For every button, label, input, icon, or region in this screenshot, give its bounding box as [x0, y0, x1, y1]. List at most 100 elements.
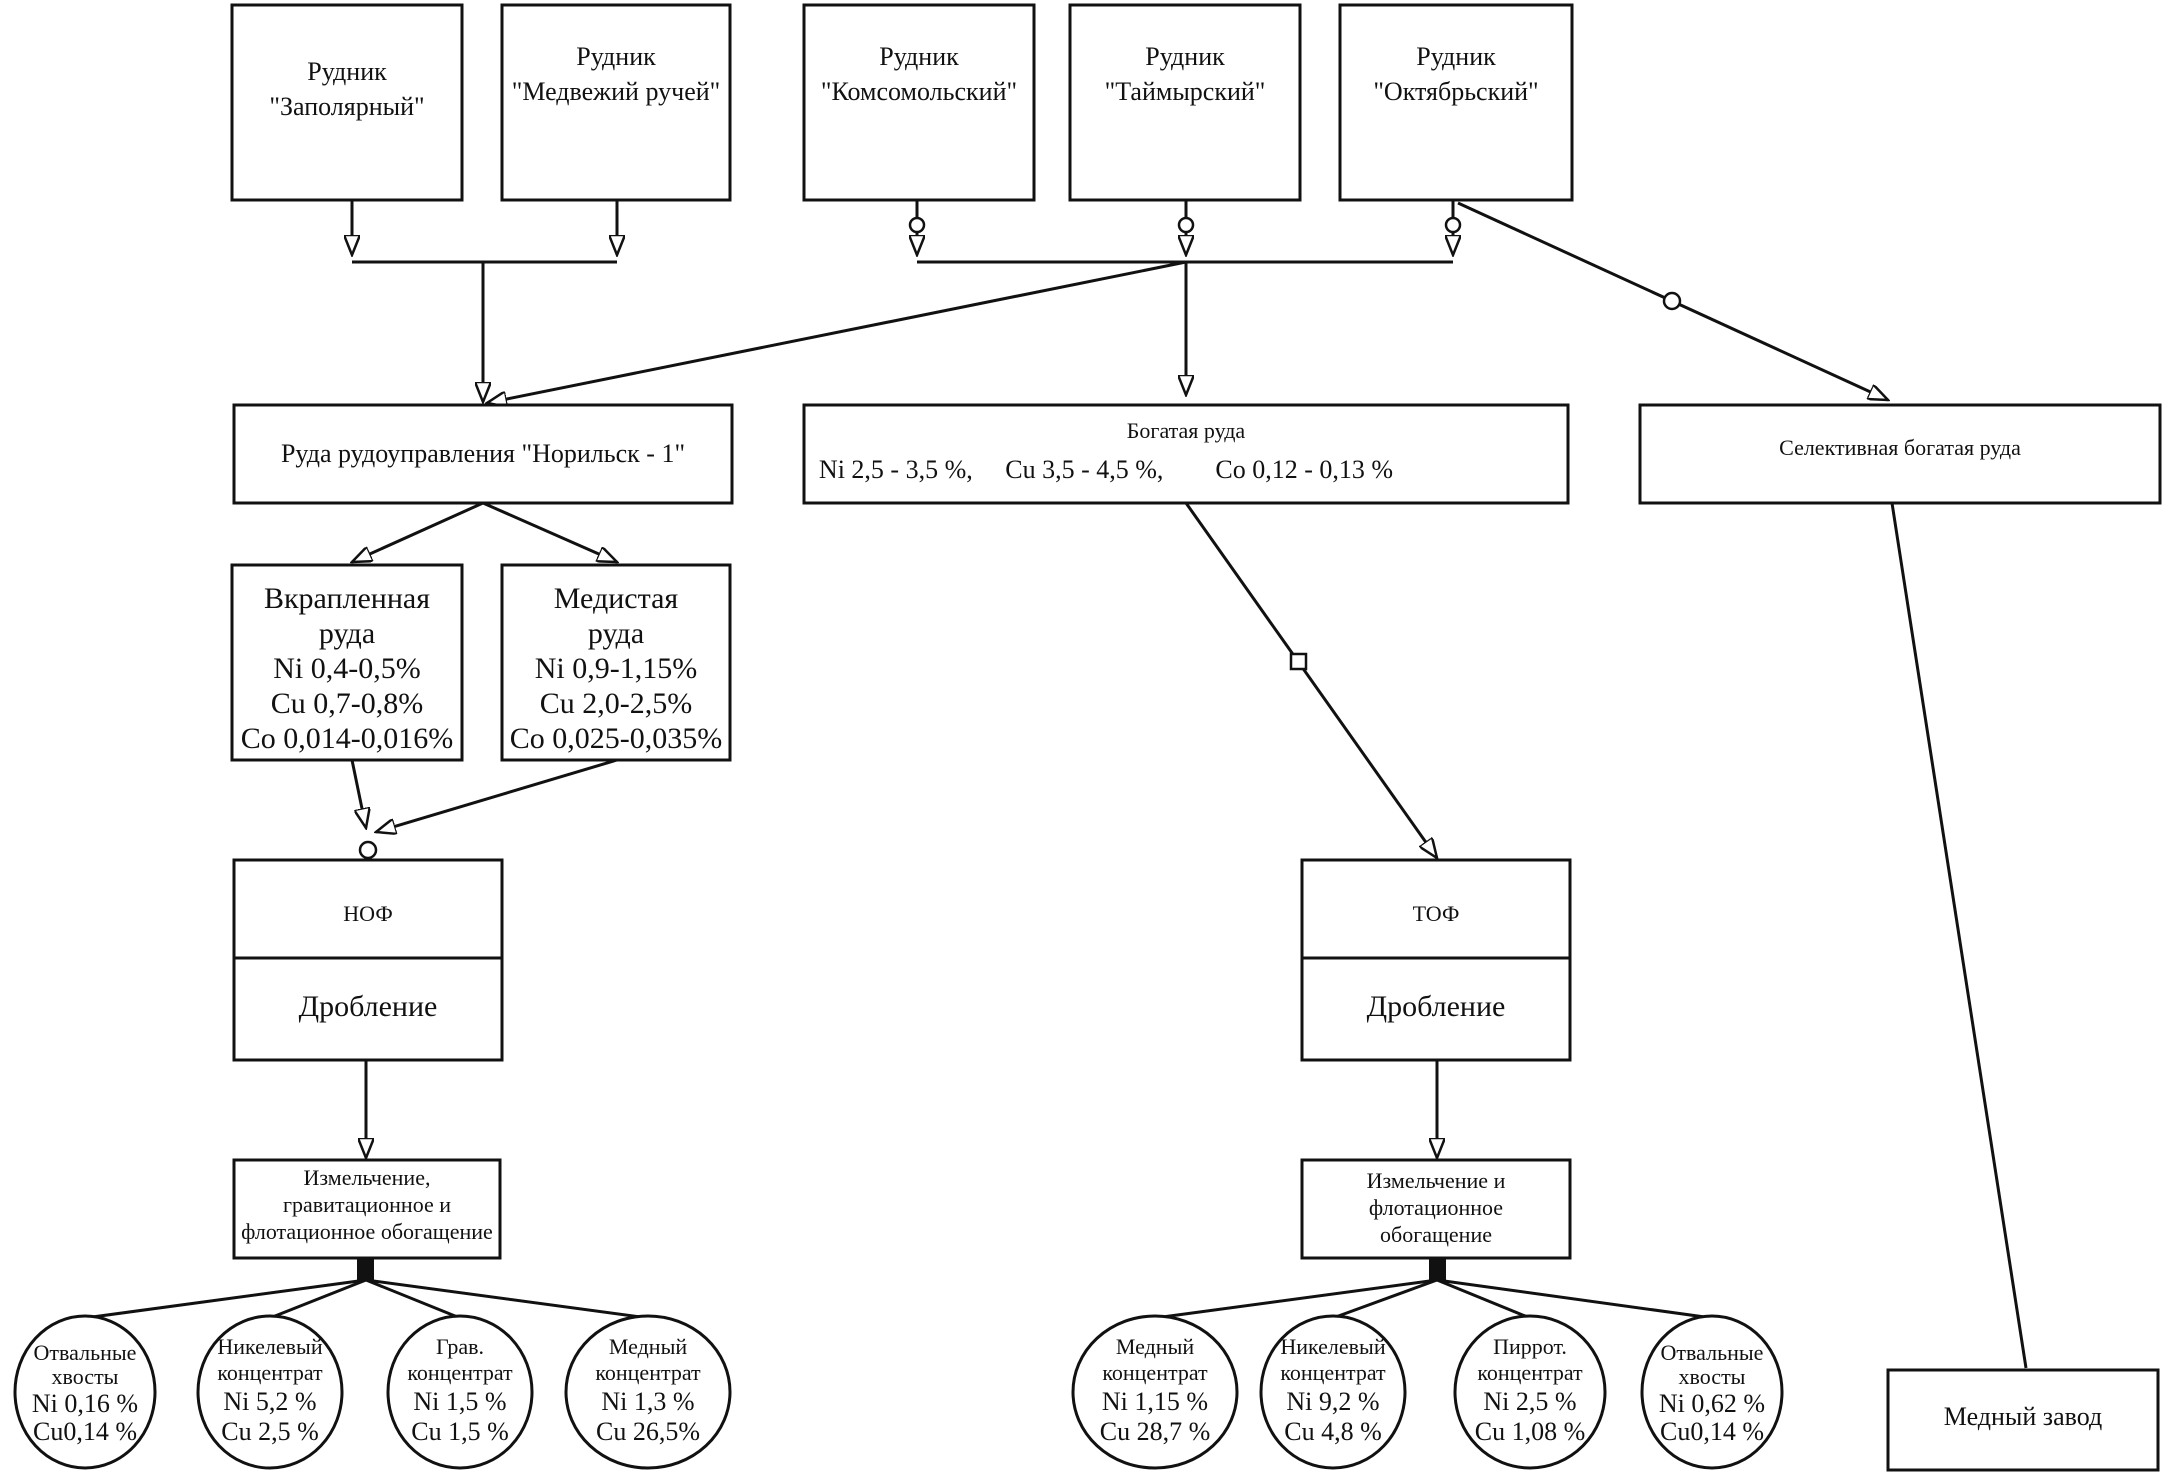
product-line: концентрат — [1280, 1360, 1386, 1385]
product-line: Ni 1,3 % — [601, 1387, 694, 1416]
enrich-line: гравитационное и — [283, 1192, 451, 1217]
connector-product — [1436, 1278, 1531, 1320]
connector-product — [365, 1278, 649, 1320]
mine-label: Рудник — [1416, 42, 1496, 71]
connector-disseminated-nof — [350, 759, 366, 828]
product-line: Cu 26,5% — [596, 1417, 700, 1446]
product-tof-tailings: Отвальные хвосты Ni 0,62 % Cu0,14 % — [1640, 1314, 1784, 1470]
product-line: Никелевый — [1280, 1334, 1385, 1359]
copper-plant: Медный завод — [1886, 1368, 2160, 1472]
enrich-line: флотационное обогащение — [241, 1219, 493, 1244]
connector-product — [1436, 1278, 1713, 1320]
ore-ni: Ni 0,9-1,15% — [535, 652, 697, 685]
ore-subtitle: руда — [588, 617, 644, 650]
product-line: концентрат — [595, 1360, 701, 1385]
plant-tof: ТОФ Дробление — [1300, 858, 1572, 1062]
product-tof-copper: Медный концентрат Ni 1,15 % Cu 28,7 % — [1071, 1314, 1239, 1470]
tunnel-marker — [1177, 216, 1195, 234]
mine-name: "Медвежий ручей" — [512, 77, 721, 106]
mine-name: "Заполярный" — [269, 92, 424, 121]
enrich-line: обогащение — [1380, 1222, 1492, 1247]
connector-to-cuprous — [482, 501, 617, 564]
ore-rich-specs: Ni 2,5 - 3,5 %, Cu 3,5 - 4,5 %, Co 0,12 … — [819, 455, 1393, 484]
plant-nof-title: НОФ — [343, 901, 392, 926]
connector-rich-to-norilsk — [487, 260, 1187, 403]
mine-oktyabrsky: Рудник "Октябрьский" — [1338, 3, 1574, 202]
tunnel-marker — [1444, 216, 1462, 234]
product-nof-gravity: Грав. концентрат Ni 1,5 % Cu 1,5 % — [386, 1314, 534, 1470]
mine-label: Рудник — [1145, 42, 1225, 71]
product-line: Ni 1,15 % — [1102, 1387, 1208, 1416]
product-line: Cu0,14 % — [33, 1417, 137, 1446]
product-line: Никелевый — [217, 1334, 322, 1359]
ore-title: Медистая — [554, 582, 679, 615]
ore-selective: Селективная богатая руда — [1638, 403, 2162, 505]
product-nof-nickel: Никелевый концентрат Ni 5,2 % Cu 2,5 % — [196, 1314, 344, 1470]
product-line: концентрат — [407, 1360, 513, 1385]
product-line: Cu 1,08 % — [1475, 1417, 1586, 1446]
mine-taimyrsky: Рудник "Таймырский" — [1068, 3, 1302, 202]
enrichment-nof: Измельчение, гравитационное и флотационн… — [232, 1158, 502, 1260]
tunnel-marker — [1662, 291, 1682, 311]
ore-cuprous: Медистая руда Ni 0,9-1,15% Cu 2,0-2,5% C… — [500, 563, 732, 762]
connector-to-disseminated — [352, 501, 484, 562]
ore-norilsk: Руда рудоуправления "Норильск - 1" — [232, 403, 734, 505]
tunnel-marker — [1289, 652, 1308, 671]
product-tof-pyrrhotite: Пиррот. концентрат Ni 2,5 % Cu 1,08 % — [1453, 1314, 1607, 1470]
product-line: концентрат — [1102, 1360, 1208, 1385]
plant-nof: НОФ Дробление — [232, 858, 504, 1062]
mine-label: Рудник — [879, 42, 959, 71]
ore-title: Вкрапленная — [264, 582, 430, 615]
product-line: Ni 0,16 % — [32, 1389, 138, 1418]
product-line: Медный — [1116, 1334, 1194, 1359]
output-junction — [357, 1258, 374, 1280]
mine-name: "Октябрьский" — [1373, 77, 1538, 106]
product-line: Ni 5,2 % — [223, 1387, 316, 1416]
product-line: Cu0,14 % — [1660, 1417, 1764, 1446]
ore-cu: Cu 0,7-0,8% — [271, 687, 424, 720]
connector-product — [1154, 1278, 1438, 1320]
product-nof-tailings: Отвальные хвосты Ni 0,16 % Cu0,14 % — [13, 1314, 157, 1470]
ore-co: Co 0,014-0,016% — [241, 722, 454, 755]
mine-name: "Таймырский" — [1105, 77, 1266, 106]
connector-rich-tof — [1184, 502, 1437, 858]
enrich-line: Измельчение, — [304, 1165, 431, 1190]
product-line: Ni 1,5 % — [413, 1387, 506, 1416]
product-tof-nickel: Никелевый концентрат Ni 9,2 % Cu 4,8 % — [1259, 1314, 1407, 1470]
ore-rich-title: Богатая руда — [1127, 418, 1246, 443]
mine-name: "Комсомольский" — [821, 77, 1017, 106]
connector-product — [1332, 1278, 1438, 1320]
connectors — [84, 200, 2028, 1369]
ore-disseminated: Вкрапленная руда Ni 0,4-0,5% Cu 0,7-0,8%… — [230, 563, 464, 762]
product-line: концентрат — [217, 1360, 323, 1385]
enrichment-tof: Измельчение и флотационное обогащение — [1300, 1158, 1572, 1260]
plant-nof-process: Дробление — [299, 990, 438, 1023]
connector-product — [84, 1278, 367, 1320]
connector-copper-plant — [1890, 502, 2028, 1369]
product-line: Cu 28,7 % — [1100, 1417, 1211, 1446]
ore-co: Co 0,025-0,035% — [510, 722, 723, 755]
plant-tof-title: ТОФ — [1413, 901, 1460, 926]
ore-norilsk-label: Руда рудоуправления "Норильск - 1" — [281, 439, 685, 468]
mine-komsomolsky: Рудник "Комсомольский" — [802, 3, 1036, 202]
product-nof-copper: Медный концентрат Ni 1,3 % Cu 26,5% — [564, 1314, 732, 1470]
product-line: концентрат — [1477, 1360, 1583, 1385]
tunnel-marker — [908, 216, 926, 234]
enrich-line: Измельчение и — [1367, 1168, 1506, 1193]
copper-plant-label: Медный завод — [1944, 1402, 2102, 1431]
mine-label: Рудник — [576, 42, 656, 71]
mine-medvezhiy: Рудник "Медвежий ручей" — [500, 3, 732, 202]
product-line: Cu 4,8 % — [1284, 1417, 1382, 1446]
product-line: Ni 0,62 % — [1659, 1389, 1765, 1418]
mine-zapolyarny: Рудник "Заполярный" — [230, 3, 464, 202]
product-line: Грав. — [436, 1334, 484, 1359]
output-junction — [1429, 1258, 1446, 1280]
connector-product — [365, 1278, 461, 1320]
product-line: Cu 2,5 % — [221, 1417, 319, 1446]
connector-cuprous-nof — [376, 758, 618, 832]
product-line: Отвальные — [34, 1340, 137, 1365]
tunnel-marker — [358, 840, 378, 860]
ore-cu: Cu 2,0-2,5% — [540, 687, 693, 720]
